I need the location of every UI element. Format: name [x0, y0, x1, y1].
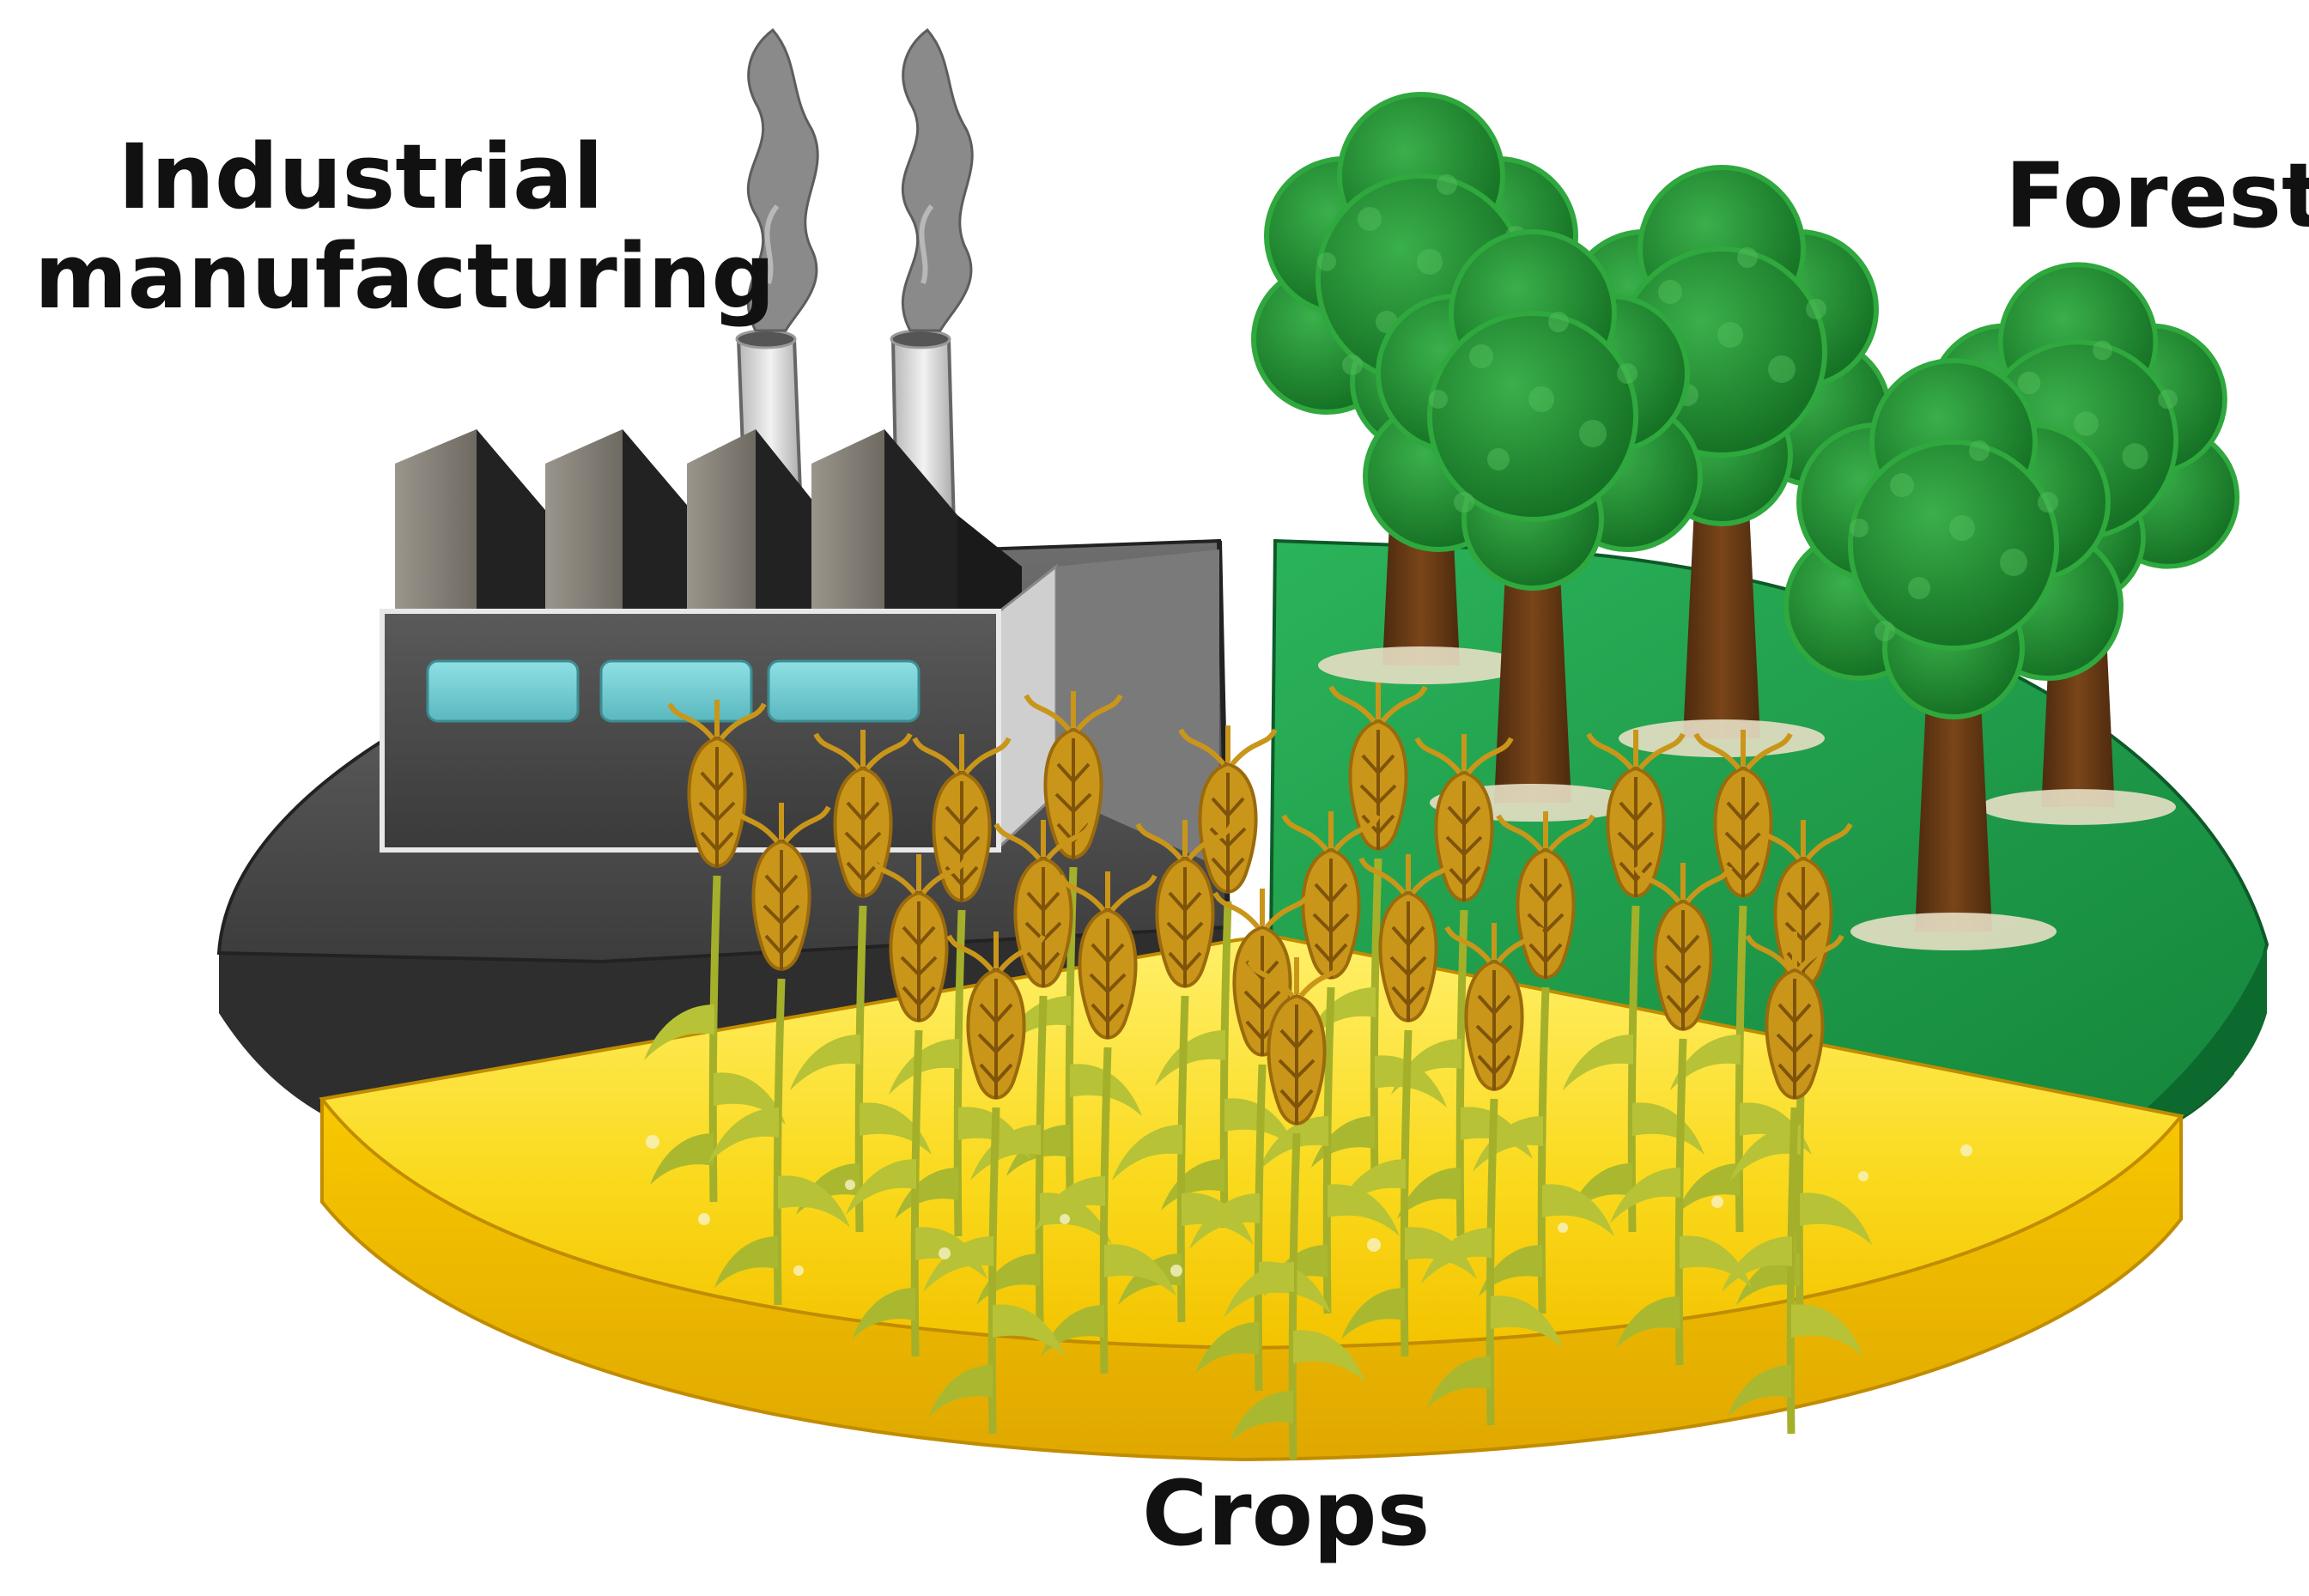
- factory-windows: [426, 659, 921, 723]
- industry-label-line1: Industrial: [118, 124, 604, 229]
- crops-label: Crops: [1142, 1461, 1431, 1566]
- forest-label: Forest: [2005, 143, 2309, 248]
- smoke-icon: [746, 27, 974, 332]
- industry-label-line2: manufacturing: [34, 224, 775, 330]
- industrial-manufacturing-label: Industrial manufacturing: [34, 124, 775, 330]
- grain-flecks: [646, 1135, 1972, 1277]
